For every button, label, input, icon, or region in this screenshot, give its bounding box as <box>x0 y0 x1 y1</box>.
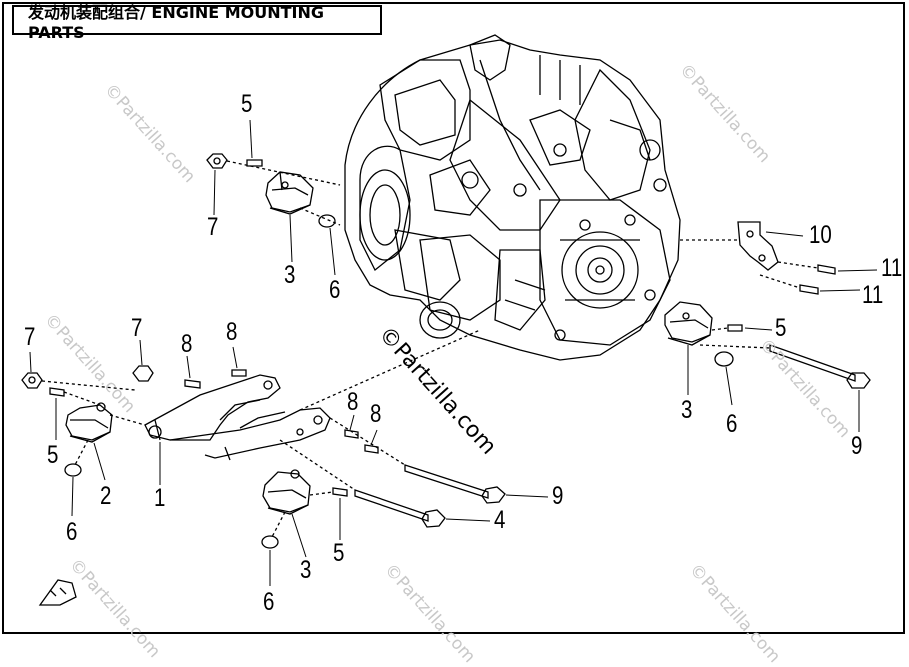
bolt-9-lower <box>404 464 506 504</box>
callout-9-lower: 9 <box>552 482 564 510</box>
bolt-11-b <box>799 284 819 295</box>
diagram-frame <box>2 2 905 634</box>
bolt-4 <box>354 489 446 528</box>
mount-2 <box>65 402 113 443</box>
callout-3-right: 3 <box>681 396 693 424</box>
nut-7-left-b <box>132 365 154 382</box>
nut-7-left-a <box>21 372 43 389</box>
callout-6-upper: 6 <box>329 276 341 304</box>
callout-5-right: 5 <box>775 314 787 342</box>
callout-8-a: 8 <box>181 330 193 358</box>
diagram-drawing <box>21 34 878 606</box>
engine-assembly <box>344 34 681 361</box>
title-box: 发动机装配组合/ ENGINE MOUNTING PARTS <box>12 3 382 42</box>
callout-5-lower: 5 <box>333 539 345 567</box>
bolt-5-left <box>49 387 65 397</box>
callout-7-left-a: 7 <box>24 323 36 351</box>
page-title: 发动机装配组合/ ENGINE MOUNTING PARTS <box>28 2 325 42</box>
callout-3-lower: 3 <box>300 556 312 584</box>
bolt-9-right <box>769 344 871 389</box>
callout-10: 10 <box>809 221 832 249</box>
callout-7-upper: 7 <box>207 213 219 241</box>
callout-6-right: 6 <box>726 410 738 438</box>
bolt-11-a <box>817 264 836 275</box>
bolt-5-right <box>727 324 743 332</box>
callout-7-left-b: 7 <box>131 314 143 342</box>
front-arrow-icon <box>38 579 77 606</box>
bolt-5-upper <box>246 159 263 167</box>
frame-member-1 <box>144 374 331 461</box>
bolt-5-lower <box>332 487 348 497</box>
washer-6-lower <box>261 535 279 549</box>
callout-6-lower: 6 <box>263 588 275 616</box>
callout-3-upper: 3 <box>284 261 296 289</box>
callout-6-left: 6 <box>66 518 78 546</box>
callout-2: 2 <box>100 482 112 510</box>
washer-6-left <box>64 463 82 477</box>
bolt-8-a <box>184 379 201 389</box>
callout-11-a: 11 <box>881 254 903 282</box>
bracket-10 <box>737 221 779 271</box>
callout-8-c: 8 <box>347 388 359 416</box>
callout-11-b: 11 <box>862 281 884 309</box>
callout-9-right: 9 <box>851 432 863 460</box>
washer-6-right <box>714 351 734 367</box>
callout-8-d: 8 <box>370 400 382 428</box>
mount-3-upper <box>265 171 314 215</box>
callout-1: 1 <box>154 484 166 512</box>
callout-8-b: 8 <box>226 318 238 346</box>
bolt-8-b <box>231 369 247 377</box>
mount-3-lower <box>262 469 311 515</box>
bolt-8-c <box>344 429 359 439</box>
leader-lines <box>29 119 878 586</box>
washer-6-upper <box>318 214 336 228</box>
callout-5-upper: 5 <box>241 90 253 118</box>
mount-3-right <box>664 301 713 346</box>
nut-7-upper <box>206 153 228 169</box>
bolt-8-d <box>364 444 379 454</box>
callout-5-left: 5 <box>47 441 59 469</box>
callout-4: 4 <box>494 506 506 534</box>
